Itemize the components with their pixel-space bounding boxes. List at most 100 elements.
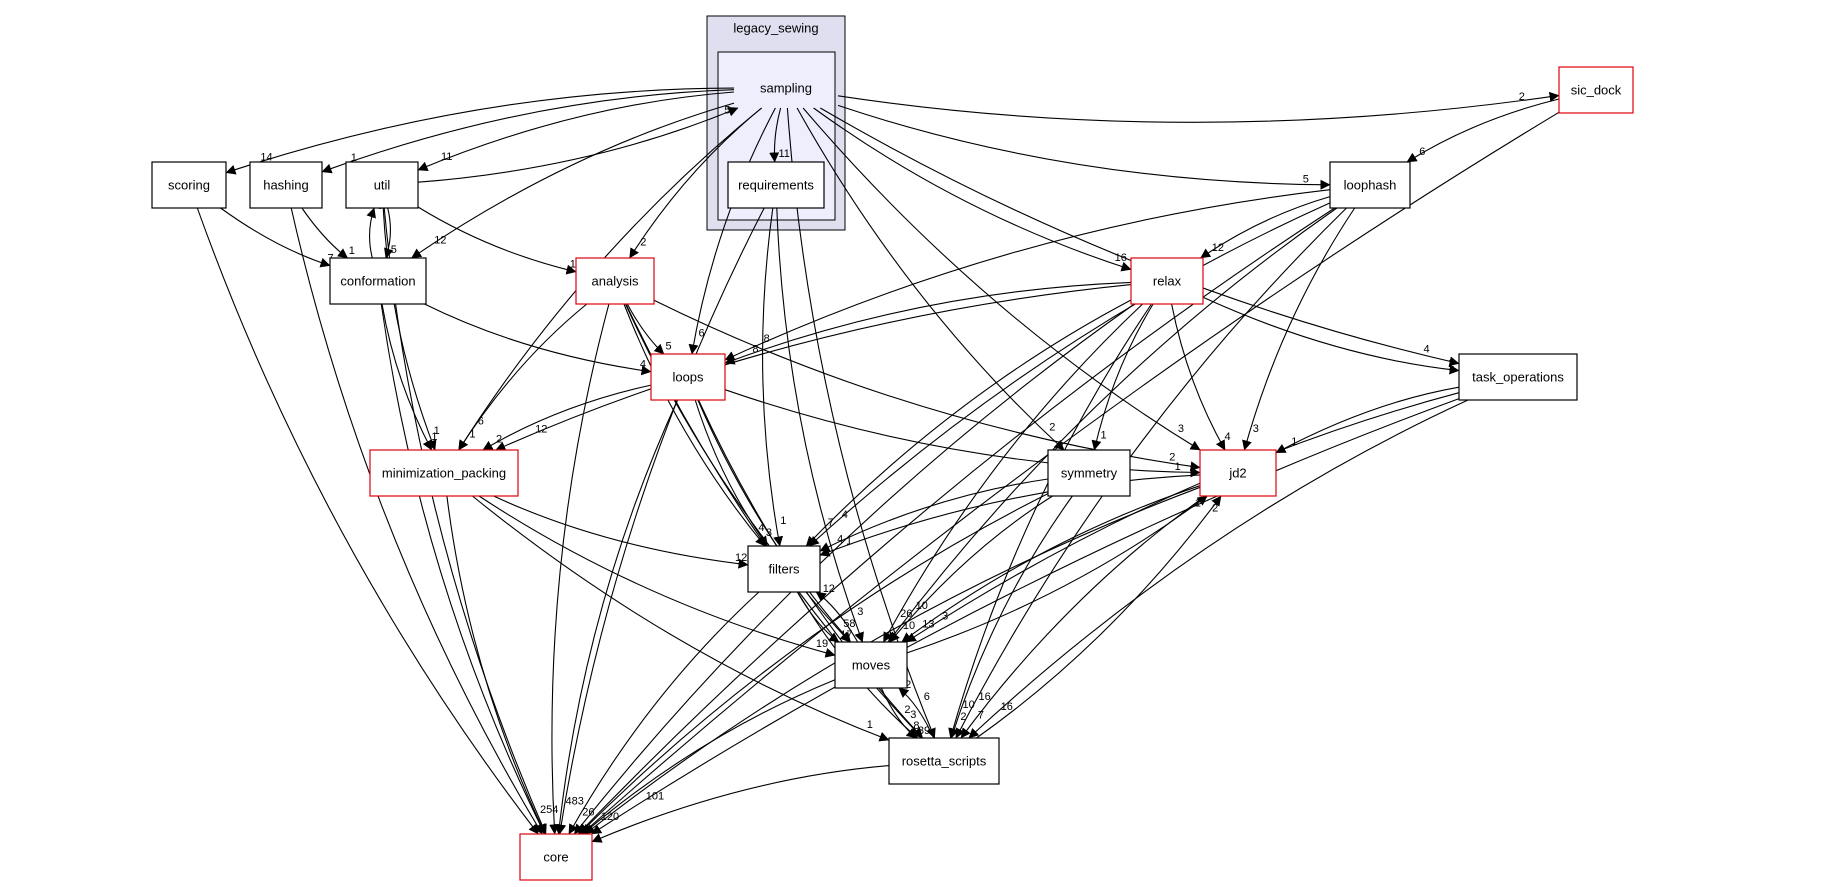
edge-scoring-to-core[interactable] [196, 207, 539, 835]
edge-conformation-to-core[interactable] [380, 303, 546, 835]
edge-loops-to-jd2[interactable] [724, 389, 1201, 478]
edge-filters-to-core[interactable] [568, 591, 760, 835]
edge-scoring-to-conformation[interactable] [220, 207, 331, 268]
edge-loops-to-minimization_packing[interactable] [482, 384, 652, 451]
edge-loophash-to-loops[interactable] [724, 189, 1331, 361]
edge-relax-to-rosetta_scripts[interactable] [948, 303, 1152, 739]
edge-sampling-to-requirements[interactable] [769, 107, 782, 163]
node-analysis[interactable]: analysis [575, 257, 655, 305]
edge-relax-to-jd2[interactable] [1171, 303, 1226, 451]
edge-hashing-to-conformation[interactable] [301, 207, 348, 259]
cluster-legacy-sewing-label: legacy_sewing [733, 21, 818, 36]
node-sampling[interactable]: sampling [760, 81, 812, 96]
edge-requirements-to-moves[interactable] [776, 207, 864, 643]
edge-minimization_packing-to-moves[interactable] [478, 495, 836, 658]
node-minimization-packing[interactable]: minimization_packing [369, 449, 519, 497]
edge-loophash-to-moves[interactable] [887, 207, 1338, 643]
edge-util-to-analysis[interactable] [417, 206, 577, 275]
node-loophash[interactable]: loophash [1329, 161, 1411, 209]
edge-label-sic_dock-to-loophash: 6 [1419, 146, 1425, 158]
node-scoring[interactable]: scoring [151, 161, 227, 209]
edge-minimization_packing-to-filters[interactable] [493, 495, 749, 569]
edge-jd2-to-rosetta_scripts[interactable] [960, 495, 1206, 739]
edge-jd2-to-filters[interactable] [819, 474, 1201, 557]
node-rosetta-scripts[interactable]: rosetta_scripts [888, 737, 1000, 785]
edge-task_operations-to-rosetta_scripts[interactable] [968, 399, 1469, 739]
edge-minimization_packing-to-rosetta_scripts[interactable] [472, 495, 890, 742]
edge-loophash-to-relax[interactable] [1200, 196, 1331, 259]
edge-sampling-to-scoring[interactable] [225, 87, 735, 175]
edge-label-relax-to-loops: 8 [752, 344, 758, 356]
node-relax[interactable]: relax [1130, 257, 1204, 305]
edge-util-to-sampling[interactable] [417, 107, 739, 183]
node-util-box [345, 161, 419, 209]
node-task-operations[interactable]: task_operations [1458, 353, 1578, 401]
edge-requirements-to-core[interactable] [556, 207, 765, 835]
edge-rosetta_scripts-to-jd2[interactable] [976, 495, 1222, 739]
node-symmetry[interactable]: symmetry [1047, 449, 1131, 497]
edge-relax-to-filters[interactable] [805, 299, 1132, 547]
node-core[interactable]: core [519, 833, 593, 881]
edge-sampling-to-relax[interactable] [813, 107, 1132, 272]
edge-conformation-to-minimization_packing[interactable] [381, 303, 433, 451]
edge-loops-to-core[interactable] [554, 399, 679, 835]
edge-jd2-to-core[interactable] [584, 486, 1201, 835]
edge-label-analysis-to-filters: 4 [758, 522, 764, 534]
edge-requirements-to-filters[interactable] [762, 207, 784, 547]
edge-minimization_packing-to-core[interactable] [446, 495, 546, 835]
node-util[interactable]: util [345, 161, 419, 209]
node-filters[interactable]: filters [747, 545, 821, 593]
edge-conformation-to-util[interactable] [366, 207, 376, 259]
edge-loophash-to-filters[interactable] [808, 202, 1331, 547]
edge-loophash-to-core[interactable] [577, 207, 1336, 835]
edge-loophash-to-jd2[interactable] [1242, 207, 1356, 451]
edge-loops-to-filters[interactable] [694, 399, 768, 547]
edge-analysis-to-core[interactable] [549, 303, 610, 835]
edge-relax-to-moves[interactable] [883, 303, 1143, 643]
edge-loophash-to-rosetta_scripts[interactable] [955, 207, 1347, 739]
edge-relax-to-loops[interactable] [724, 281, 1132, 365]
node-conformation[interactable]: conformation [329, 257, 427, 305]
edge-sampling-to-symmetry[interactable] [796, 107, 1065, 451]
edge-symmetry-to-rosetta_scripts[interactable] [949, 495, 1073, 739]
node-loops[interactable]: loops [650, 353, 726, 401]
edge-analysis-to-loops[interactable] [626, 303, 665, 355]
node-hashing[interactable]: hashing [249, 161, 323, 209]
edge-rosetta_scripts-to-moves[interactable] [898, 687, 935, 739]
edge-moves-to-core[interactable] [582, 679, 836, 835]
edge-analysis-to-moves[interactable] [624, 303, 851, 643]
edge-sampling-to-loophash[interactable] [837, 104, 1331, 190]
edge-label-conformation-to-loops: 4 [640, 359, 646, 371]
edge-label-moves-to-rosetta_scripts: 39 [918, 725, 930, 737]
node-moves[interactable]: moves [834, 641, 908, 689]
edge-moves-to-rosetta_scripts[interactable] [880, 687, 917, 739]
edge-hashing-to-core[interactable] [290, 207, 543, 835]
edge-task_operations-to-jd2[interactable] [1275, 386, 1460, 454]
node-jd2[interactable]: jd2 [1199, 449, 1277, 497]
edge-relax-to-core[interactable] [573, 303, 1135, 835]
edge-label-loops-to-minimization_packing: 2 [496, 434, 502, 446]
edge-analysis-to-jd2[interactable] [653, 299, 1201, 472]
edge-sampling-to-hashing[interactable] [321, 89, 735, 174]
edge-sampling-to-util[interactable] [417, 91, 735, 171]
edge-task_operations-to-core[interactable] [591, 398, 1460, 835]
edge-sic_dock-to-loophash[interactable] [1406, 98, 1560, 163]
edge-relax-to-task_operations[interactable] [1202, 296, 1460, 375]
edge-sampling-to-jd2[interactable] [802, 107, 1201, 451]
edge-sampling-to-sic_dock[interactable] [837, 91, 1560, 123]
edge-relax-to-symmetry[interactable] [1091, 303, 1154, 451]
edge-sampling-to-conformation[interactable] [411, 102, 735, 259]
edge-analysis-to-filters[interactable] [623, 303, 766, 547]
edge-moves-to-filters[interactable] [815, 591, 859, 643]
edge-relax-to-minimization_packing[interactable] [495, 284, 1132, 451]
node-relax-box [1130, 257, 1204, 305]
edge-analysis-to-minimization_packing[interactable] [458, 303, 588, 451]
node-requirements[interactable]: requirements [727, 161, 825, 209]
edge-conformation-to-loops[interactable] [424, 303, 652, 376]
node-sic-dock[interactable]: sic_dock [1558, 66, 1634, 114]
edge-rosetta_scripts-to-core[interactable] [591, 765, 890, 843]
edge-label-loops-to-filters: 3 [766, 527, 772, 539]
edge-symmetry-to-filters[interactable] [819, 478, 1049, 552]
edge-symmetry-to-core[interactable] [578, 493, 1049, 835]
edge-label-loops-to-rosetta_scripts: 3 [910, 709, 916, 721]
